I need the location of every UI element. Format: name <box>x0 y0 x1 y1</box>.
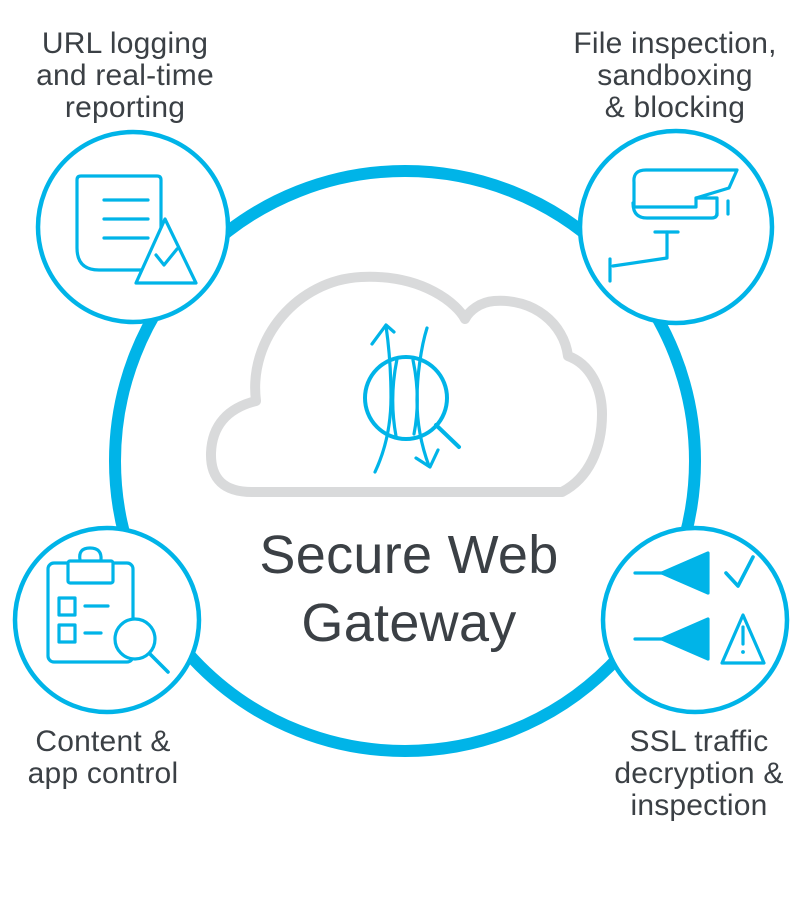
globe-circle <box>363 355 449 441</box>
label-top-left: URL logging and real-time reporting <box>0 28 270 124</box>
report-check-icon <box>75 174 198 285</box>
camera-lens-step <box>694 196 719 217</box>
cloud-icon <box>205 271 607 497</box>
camera-body <box>632 168 739 209</box>
label-bottom-right: SSL traffic decryption & inspection <box>554 726 804 822</box>
feature-top-right <box>577 128 775 326</box>
traffic-check-warning-icon <box>633 551 766 665</box>
clipboard-knob <box>78 546 103 562</box>
camera-mount-arm <box>611 230 669 268</box>
up-arrow-shaft <box>373 324 393 474</box>
label-line: app control <box>27 757 179 790</box>
camera-base-plate <box>631 201 719 220</box>
warning-triangle <box>720 613 766 665</box>
magnifier-handle <box>434 423 461 449</box>
label-top-right: File inspection, sandboxing & blocking <box>530 28 804 124</box>
title-line: Secure Web <box>259 525 559 585</box>
bottom-left-circle <box>12 525 202 715</box>
label-line: and real-time <box>36 59 214 92</box>
label-line: URL logging <box>41 27 209 60</box>
clipboard-clip <box>66 559 115 585</box>
label-line: sandboxing <box>597 59 753 92</box>
allowed-check-mark <box>724 555 755 588</box>
feature-bottom-left <box>12 525 202 715</box>
label-line: File inspection, <box>573 27 777 60</box>
globe-meridian-right <box>411 358 419 436</box>
label-bottom-left: Content & app control <box>0 726 248 790</box>
security-camera-icon <box>608 168 739 283</box>
magnifier-handle <box>148 652 170 674</box>
magnifier-lens <box>113 617 157 661</box>
label-line: Content & <box>35 725 171 758</box>
top-right-circle <box>577 128 775 326</box>
up-arrow-head <box>370 323 396 346</box>
connector-ring <box>109 165 701 757</box>
feature-top-left <box>35 129 231 325</box>
check-mark <box>154 247 179 267</box>
check-triangle <box>134 217 198 285</box>
cloud-web-traffic-inspection-icon <box>363 323 461 474</box>
warning-exclamation-dot <box>741 650 745 654</box>
feature-bottom-right <box>600 525 790 715</box>
checkbox-2 <box>57 623 77 644</box>
title-line: Gateway <box>301 593 517 653</box>
traffic-funnel-top <box>660 551 710 595</box>
diagram-title: Secure Web Gateway <box>189 521 629 657</box>
down-arrow-head <box>414 448 440 469</box>
label-line: reporting <box>64 91 186 124</box>
checkbox-1 <box>57 596 77 617</box>
traffic-funnel-bottom <box>660 617 710 661</box>
label-line: & blocking <box>604 91 746 124</box>
clipboard-checklist-magnifier-icon <box>46 546 170 674</box>
label-line: decryption & <box>614 757 784 790</box>
globe-meridian-left <box>391 357 399 438</box>
bottom-right-circle <box>600 525 790 715</box>
label-line: SSL traffic <box>629 725 769 758</box>
label-line: inspection <box>630 789 768 822</box>
